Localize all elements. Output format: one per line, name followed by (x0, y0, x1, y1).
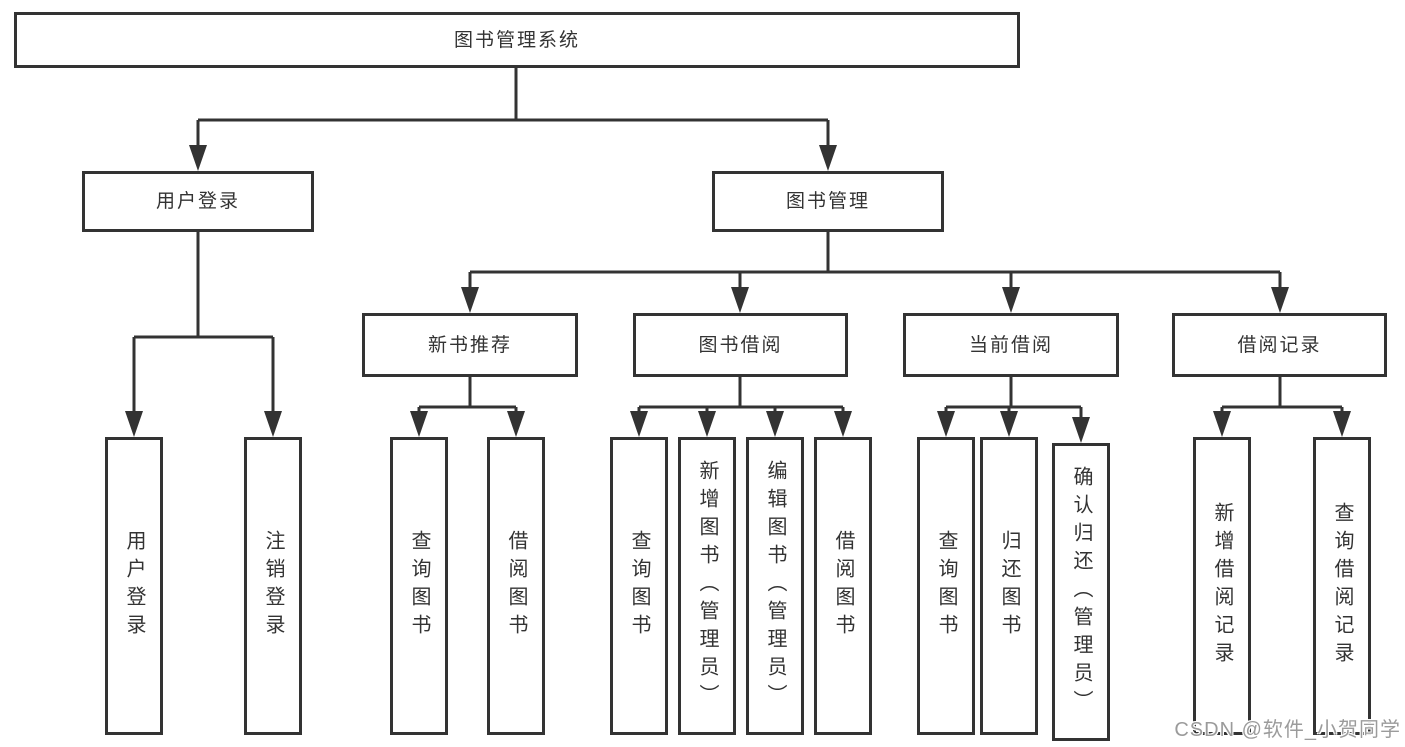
node-book-management: 图书管理 (712, 171, 944, 232)
leaf-add-books-admin: 新增图书（管理员） (678, 437, 736, 735)
node-user-login: 用户登录 (82, 171, 314, 232)
leaf-confirm-return-admin: 确认归还（管理员） (1052, 443, 1110, 741)
node-library-management-system: 图书管理系统 (14, 12, 1020, 68)
leaf-borrow-books-borrowing: 借阅图书 (814, 437, 872, 735)
leaf-query-books-current: 查询图书 (917, 437, 975, 735)
leaf-add-borrow-record: 新增借阅记录 (1193, 437, 1251, 735)
leaf-edit-books-admin: 编辑图书（管理员） (746, 437, 804, 735)
arrowheads (125, 145, 1351, 443)
node-borrowing-records: 借阅记录 (1172, 313, 1387, 377)
leaf-return-books: 归还图书 (980, 437, 1038, 735)
leaf-logout: 注销登录 (244, 437, 302, 735)
leaf-query-borrow-record: 查询借阅记录 (1313, 437, 1371, 735)
leaf-borrow-books-recommend: 借阅图书 (487, 437, 545, 735)
node-new-book-recommendation: 新书推荐 (362, 313, 578, 377)
leaf-query-books-recommend: 查询图书 (390, 437, 448, 735)
node-book-borrowing: 图书借阅 (633, 313, 848, 377)
leaf-query-books-borrowing: 查询图书 (610, 437, 668, 735)
connector-shafts (132, 68, 1344, 419)
leaf-user-login: 用户登录 (105, 437, 163, 735)
node-current-borrowing: 当前借阅 (903, 313, 1119, 377)
csdn-watermark: CSDN @软件_小贺同学 (1174, 719, 1401, 741)
